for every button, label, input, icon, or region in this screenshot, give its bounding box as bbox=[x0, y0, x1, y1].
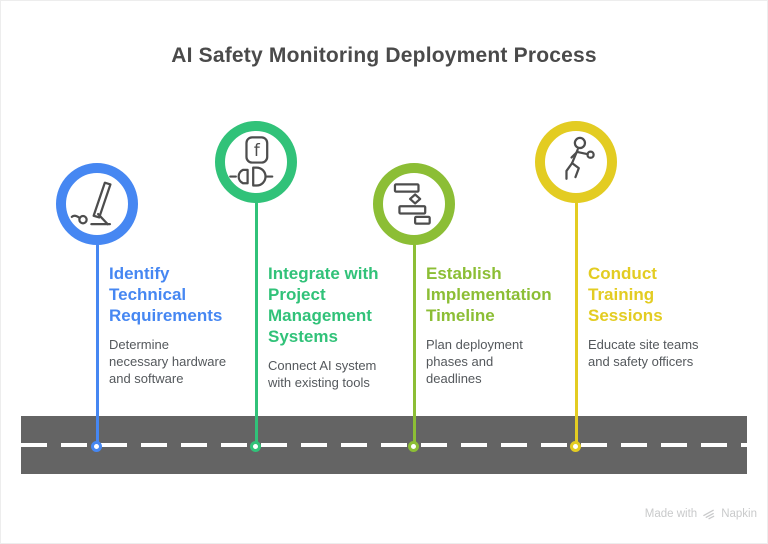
step-description: Educate site teams and safety officers bbox=[588, 337, 699, 369]
road-marker-dot bbox=[91, 441, 102, 452]
page-title: AI Safety Monitoring Deployment Process bbox=[171, 44, 597, 67]
footer-credit: Made with Napkin bbox=[645, 507, 757, 521]
step-icon-circle bbox=[373, 163, 455, 245]
step-description: Connect AI system with existing tools bbox=[268, 358, 377, 390]
function-plug-icon: f bbox=[229, 136, 274, 187]
made-with-text: Made with bbox=[644, 508, 698, 520]
gantt-timeline-icon bbox=[393, 183, 431, 225]
napkin-brand-text: Napkin bbox=[721, 508, 757, 520]
napkin-logo-icon bbox=[703, 509, 715, 520]
road-center-dashed-line bbox=[21, 443, 747, 447]
step-icon-circle bbox=[535, 121, 617, 203]
connector-line bbox=[96, 244, 99, 448]
road-marker-dot bbox=[250, 441, 261, 452]
connector-line bbox=[413, 244, 416, 448]
workstation-icon bbox=[70, 181, 112, 226]
connector-line bbox=[255, 202, 258, 448]
road bbox=[21, 416, 747, 474]
connector-line bbox=[575, 202, 578, 448]
step-icon-circle bbox=[56, 163, 138, 245]
step-title: Identify Technical Requirements bbox=[109, 264, 223, 325]
step-icon-circle: f bbox=[215, 121, 297, 203]
step-title: Establish Implementation Timeline bbox=[426, 264, 552, 325]
step-description: Plan deployment phases and deadlines bbox=[426, 337, 523, 386]
road-marker-dot bbox=[408, 441, 419, 452]
svg-text:f: f bbox=[254, 140, 261, 160]
step-description: Determine necessary hardware and softwar… bbox=[109, 337, 227, 386]
training-person-icon bbox=[565, 136, 595, 180]
road-marker-dot bbox=[570, 441, 581, 452]
step-title: Integrate with Project Management System… bbox=[268, 264, 379, 346]
step-title: Conduct Training Sessions bbox=[588, 264, 663, 325]
